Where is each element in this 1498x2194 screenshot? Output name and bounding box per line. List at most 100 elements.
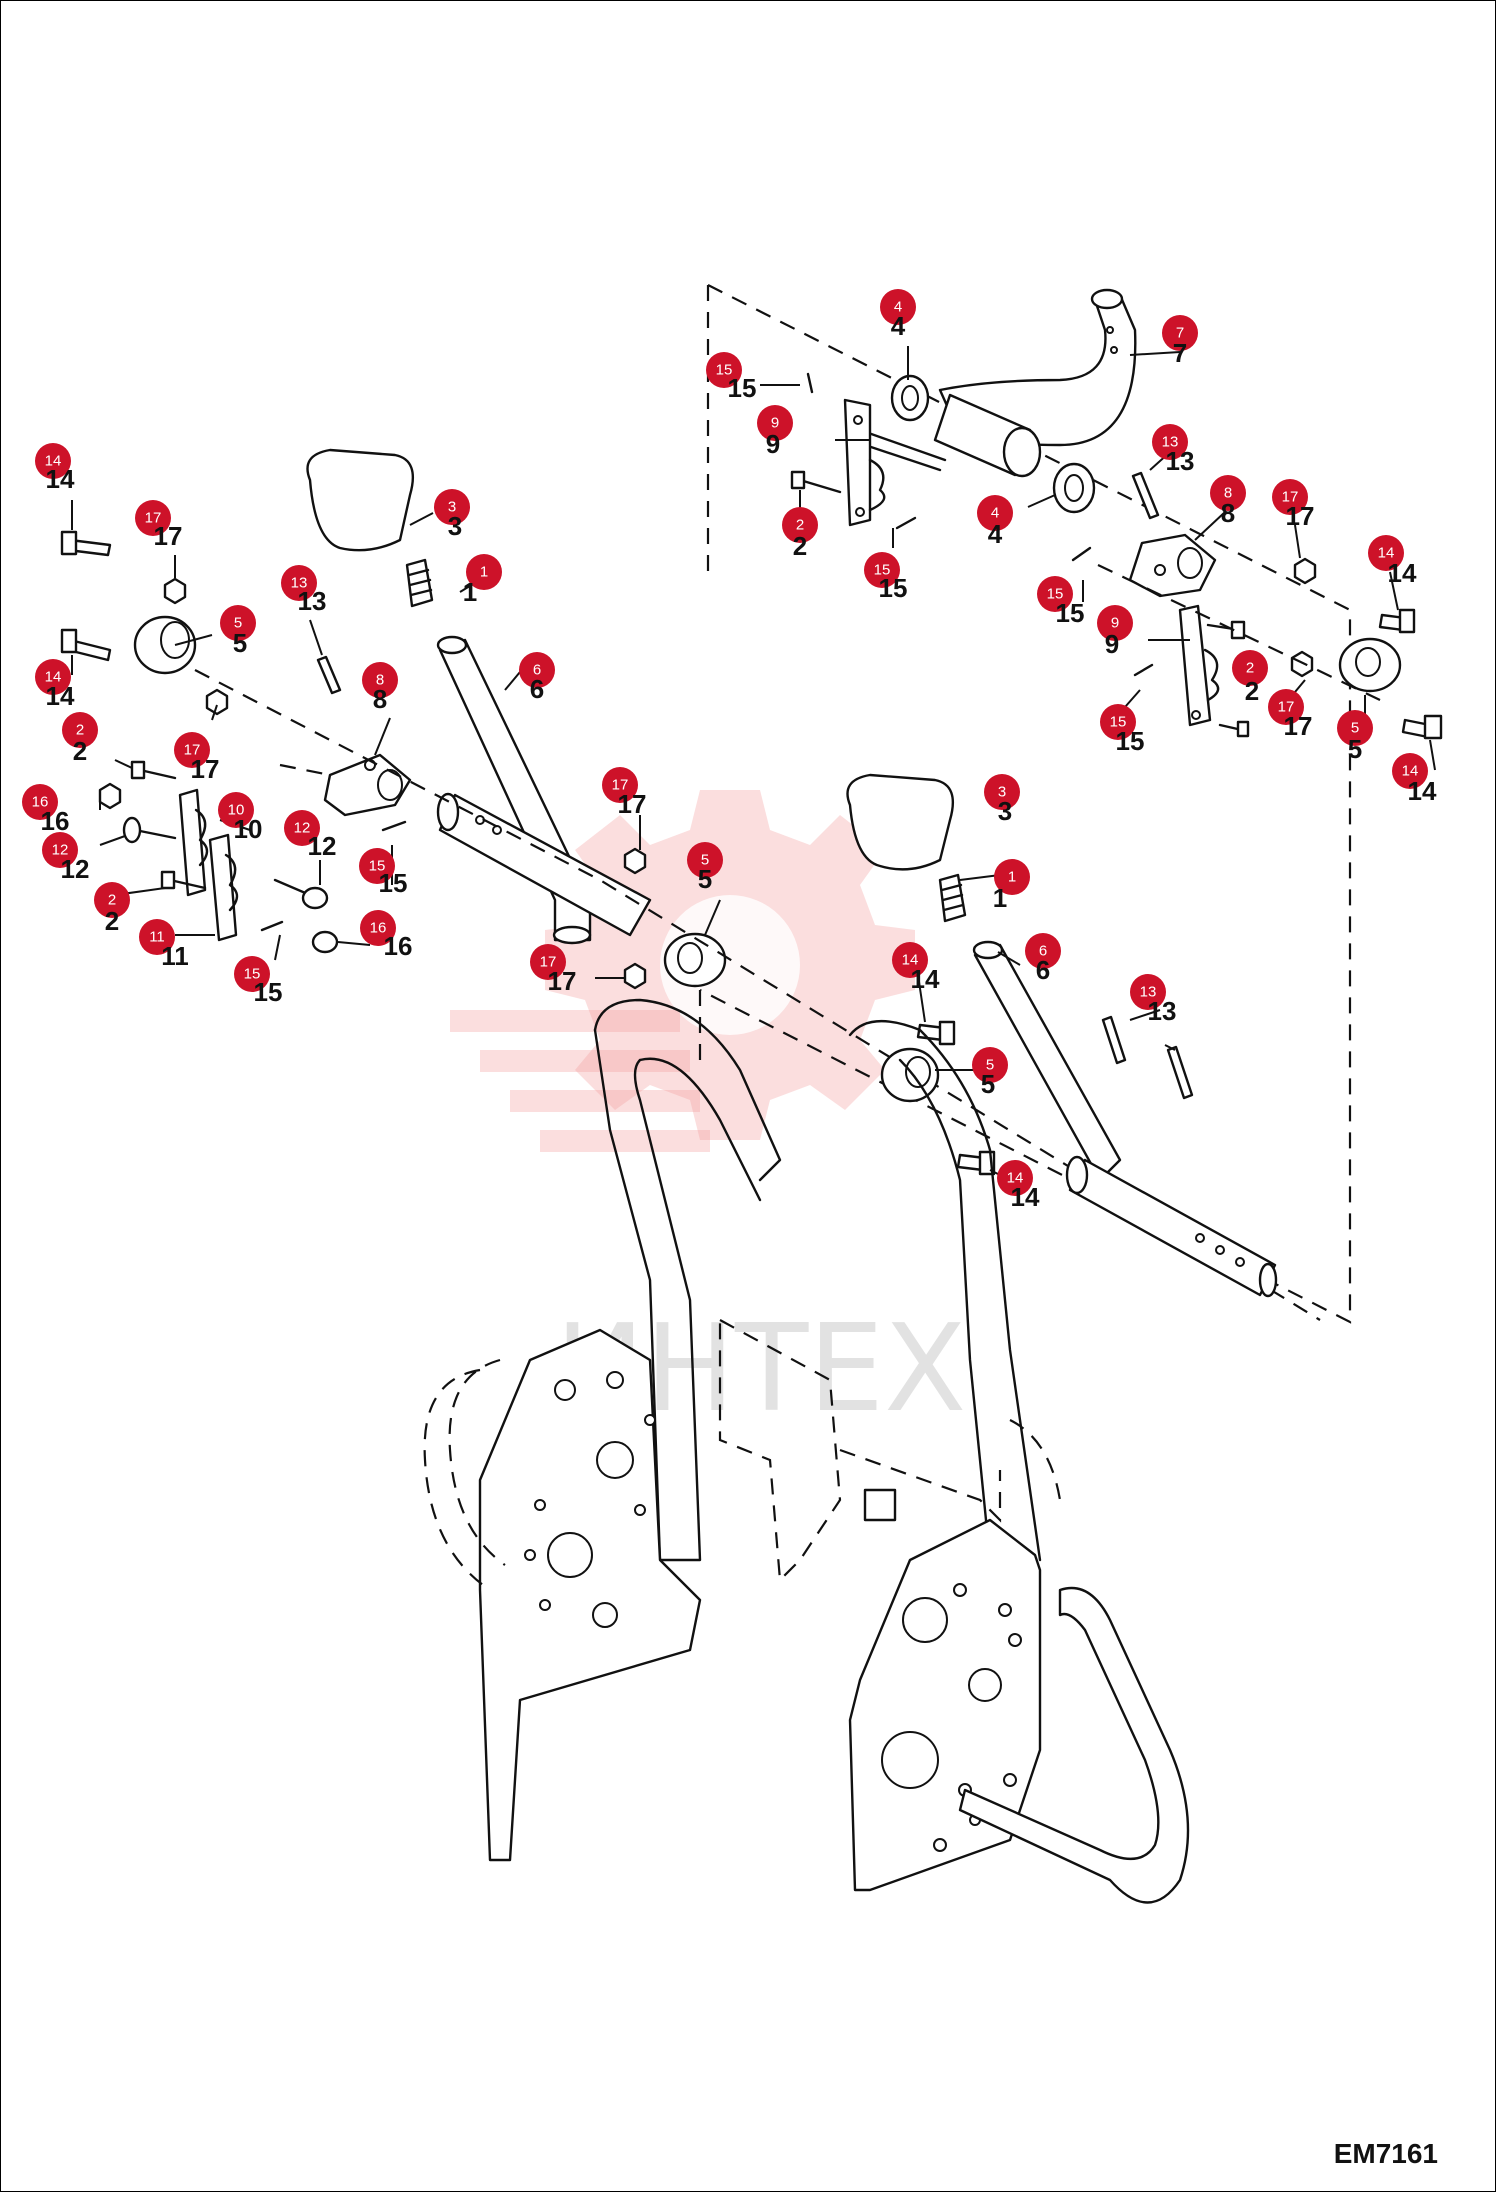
svg-text:15: 15	[369, 858, 386, 875]
part-number-14: 14	[1011, 1182, 1040, 1212]
callout-badge-17: 17	[174, 732, 210, 768]
upper-right-assembly	[790, 288, 1443, 740]
callout-badge-12: 12	[42, 832, 78, 868]
svg-text:17: 17	[1282, 489, 1299, 506]
svg-text:6: 6	[533, 662, 541, 679]
callout-badge-15: 15	[359, 848, 395, 884]
part-number-6: 6	[1036, 955, 1050, 985]
part-number-17: 17	[1284, 711, 1313, 741]
svg-text:13: 13	[291, 575, 308, 592]
part-number-13: 13	[1148, 996, 1177, 1026]
svg-text:13: 13	[1162, 434, 1179, 451]
callout-badge-8: 8	[362, 662, 398, 698]
part-number-14: 14	[1408, 776, 1437, 806]
callout-badge-15: 15	[1100, 704, 1136, 740]
svg-text:2: 2	[108, 892, 116, 909]
callout-badge-5: 5	[972, 1047, 1008, 1083]
svg-text:17: 17	[540, 954, 557, 971]
right-lower-assembly	[846, 773, 1278, 1298]
svg-text:3: 3	[448, 499, 456, 516]
part-number-3: 3	[448, 511, 462, 541]
callout-badge-17: 17	[602, 767, 638, 803]
svg-text:13: 13	[1140, 984, 1157, 1001]
part-number-15: 15	[254, 977, 283, 1007]
part-number-7: 7	[1173, 338, 1187, 368]
part-number-13: 13	[298, 586, 327, 616]
part-number-17: 17	[191, 754, 220, 784]
svg-text:9: 9	[771, 415, 779, 432]
part-number-5: 5	[981, 1069, 995, 1099]
part-number-15: 15	[379, 868, 408, 898]
svg-text:2: 2	[76, 722, 84, 739]
part-number-15: 15	[1056, 598, 1085, 628]
figure-code: EM7161	[1333, 2138, 1438, 2169]
svg-text:17: 17	[145, 510, 162, 527]
part-number-9: 9	[766, 429, 780, 459]
part-3-knob	[306, 448, 415, 552]
svg-text:9: 9	[1111, 615, 1119, 632]
svg-text:8: 8	[376, 672, 384, 689]
part-number-15: 15	[1116, 726, 1145, 756]
svg-text:12: 12	[52, 842, 69, 859]
part-number-2: 2	[73, 736, 87, 766]
svg-text:14: 14	[1007, 1170, 1024, 1187]
svg-text:16: 16	[370, 920, 387, 937]
callout-badge-13: 13	[1152, 424, 1188, 460]
callout-badge-14: 14	[35, 443, 71, 479]
callout-badge-16: 16	[22, 784, 58, 820]
part-number-15: 15	[879, 573, 908, 603]
callout-badge-17: 17	[1272, 479, 1308, 515]
callout-badge-15: 15	[1037, 576, 1073, 612]
callout-badge-2: 2	[62, 712, 98, 748]
callout-badge-4: 4	[880, 289, 916, 325]
svg-text:17: 17	[612, 777, 629, 794]
callout-badge-1: 1	[466, 554, 502, 590]
svg-text:5: 5	[701, 852, 709, 869]
part-number-4: 4	[988, 519, 1003, 549]
callout-badge-14: 14	[892, 942, 928, 978]
part-number-5: 5	[1348, 734, 1362, 764]
callout-badge-2: 2	[782, 507, 818, 543]
left-assembly	[60, 448, 1321, 1321]
svg-text:14: 14	[902, 952, 919, 969]
part-number-16: 16	[41, 806, 70, 836]
svg-text:5: 5	[234, 615, 242, 632]
svg-text:15: 15	[1047, 586, 1064, 603]
seat-frame	[423, 998, 1190, 1904]
part-number-6: 6	[530, 674, 544, 704]
svg-text:5: 5	[1351, 720, 1359, 737]
callout-badge-17: 17	[530, 944, 566, 980]
svg-text:11: 11	[149, 929, 165, 946]
part-number-17: 17	[1286, 501, 1315, 531]
callout-badge-9: 9	[1097, 605, 1133, 641]
callout-badge-15: 15	[706, 352, 742, 388]
part-number-11: 11	[161, 941, 189, 971]
callout-badge-7: 7	[1162, 315, 1198, 351]
svg-text:4: 4	[894, 299, 902, 316]
callout-numbers: 1111222222223333444455555555666677888899…	[22, 289, 1437, 1212]
part-number-15: 15	[728, 373, 757, 403]
svg-text:14: 14	[45, 453, 62, 470]
callout-badge-14: 14	[997, 1160, 1033, 1196]
part-number-17: 17	[618, 789, 647, 819]
svg-text:17: 17	[1278, 699, 1295, 716]
part-number-14: 14	[46, 681, 75, 711]
callout-badge-15: 15	[234, 956, 270, 992]
part-number-2: 2	[105, 906, 119, 936]
callout-badge-11: 11	[139, 919, 175, 955]
callout-badge-5: 5	[220, 605, 256, 641]
part-number-14: 14	[911, 964, 940, 994]
callout-badge-14: 14	[1392, 753, 1428, 789]
part-number-2: 2	[1245, 676, 1259, 706]
svg-text:12: 12	[294, 820, 311, 837]
svg-text:10: 10	[228, 802, 245, 819]
svg-text:15: 15	[1110, 714, 1127, 731]
svg-text:3: 3	[998, 784, 1006, 801]
part-number-10: 10	[234, 814, 263, 844]
part-number-5: 5	[233, 628, 247, 658]
part-number-13: 13	[1166, 446, 1195, 476]
svg-text:15: 15	[244, 966, 261, 983]
svg-text:15: 15	[716, 362, 733, 379]
part-number-14: 14	[1388, 558, 1417, 588]
svg-text:16: 16	[32, 794, 49, 811]
